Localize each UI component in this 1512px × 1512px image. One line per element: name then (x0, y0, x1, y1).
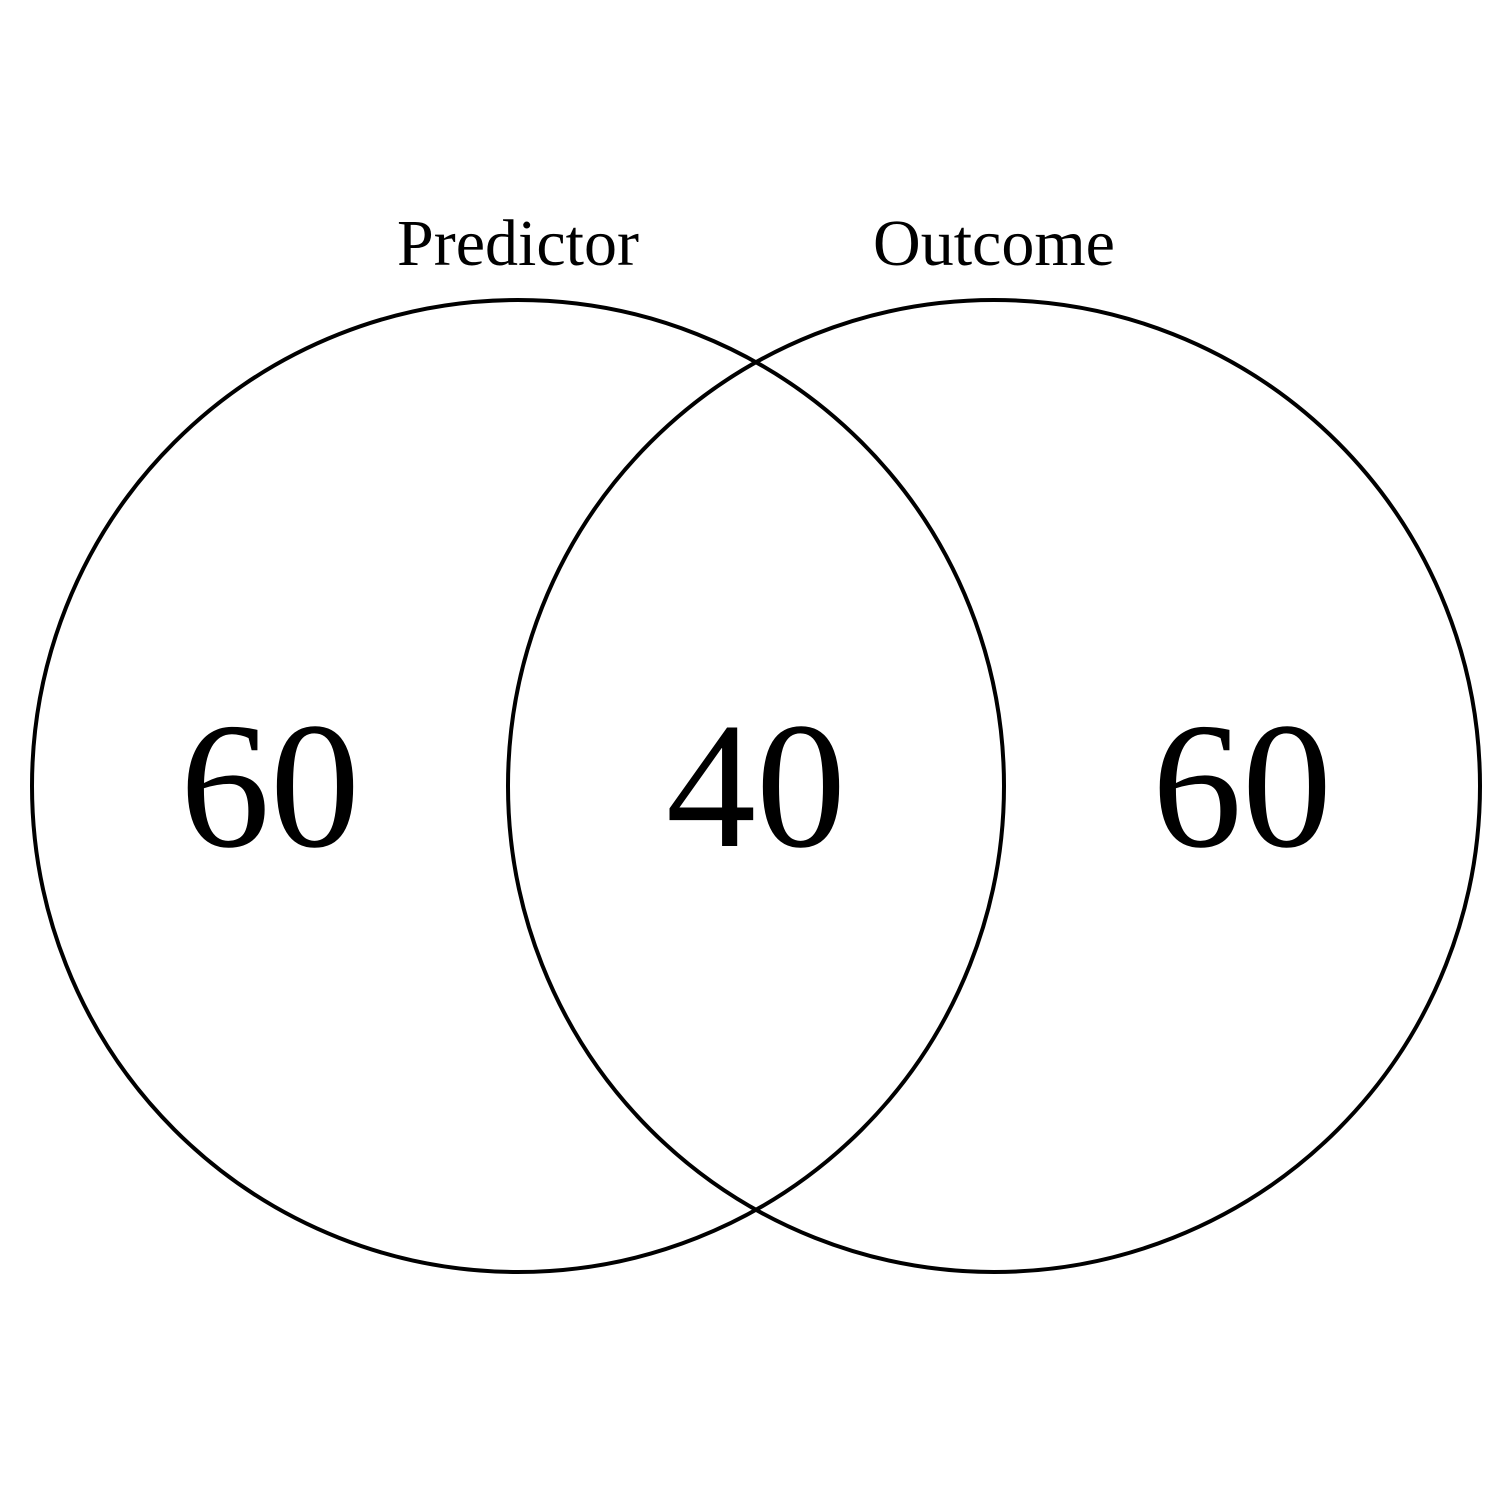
outcome-circle (506, 298, 1482, 1274)
predictor-circle (30, 298, 1006, 1274)
predictor-label: Predictor (397, 207, 639, 280)
outcome-label: Outcome (873, 207, 1115, 280)
outcome-only-value: 60 (1152, 686, 1332, 885)
predictor-only-value: 60 (180, 686, 360, 885)
intersection-value: 40 (666, 686, 846, 885)
